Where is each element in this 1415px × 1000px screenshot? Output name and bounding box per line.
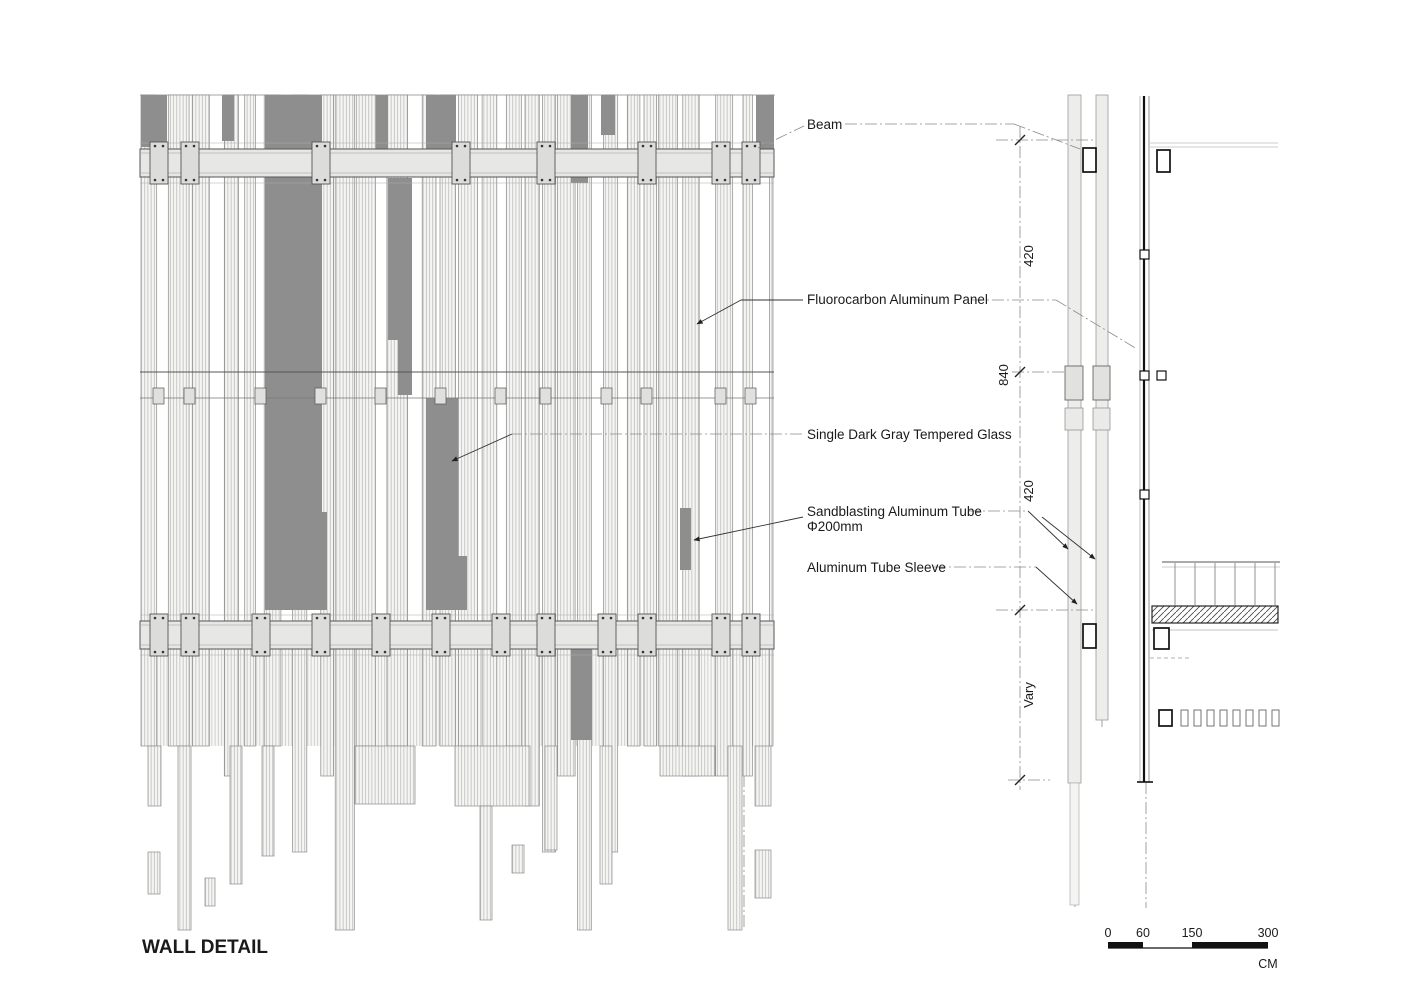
scale-unit: CM [1258, 957, 1277, 971]
dim-840-overall: 840 [996, 364, 1011, 386]
label-tube-diameter: Φ200mm [807, 519, 863, 534]
elevation-drawing [139, 94, 775, 931]
drawing-title: WALL DETAIL [142, 937, 268, 958]
dimension-chain: 420 840 420 Vary [996, 126, 1096, 790]
scale-tick-60: 60 [1136, 926, 1150, 940]
scale-bar: 0 60 150 300 CM [1105, 926, 1279, 971]
dim-vary: Vary [1021, 682, 1036, 708]
annotation-labels: Beam Fluorocarbon Aluminum Panel Single … [807, 117, 1012, 575]
beam-bracket-top [1082, 147, 1097, 173]
dim-420-top: 420 [1021, 245, 1036, 267]
label-tempered-glass: Single Dark Gray Tempered Glass [807, 427, 1012, 442]
label-fluorocarbon-panel: Fluorocarbon Aluminum Panel [807, 292, 988, 307]
scale-tick-150: 150 [1182, 926, 1203, 940]
section-repeat-elements [1174, 563, 1280, 727]
floor-slab [1151, 605, 1279, 624]
leader-lines [451, 123, 1138, 605]
mid-joint [140, 371, 774, 405]
scale-tick-0: 0 [1105, 926, 1112, 940]
label-tube-sleeve: Aluminum Tube Sleeve [807, 560, 946, 575]
section-detail [1064, 94, 1280, 908]
scale-tick-300: 300 [1258, 926, 1279, 940]
label-beam: Beam [807, 117, 842, 132]
label-sandblasting-tube: Sandblasting Aluminum Tube [807, 504, 982, 519]
beams [139, 141, 775, 657]
dim-420-bottom: 420 [1021, 480, 1036, 502]
beam-bracket-bottom [1082, 623, 1097, 649]
